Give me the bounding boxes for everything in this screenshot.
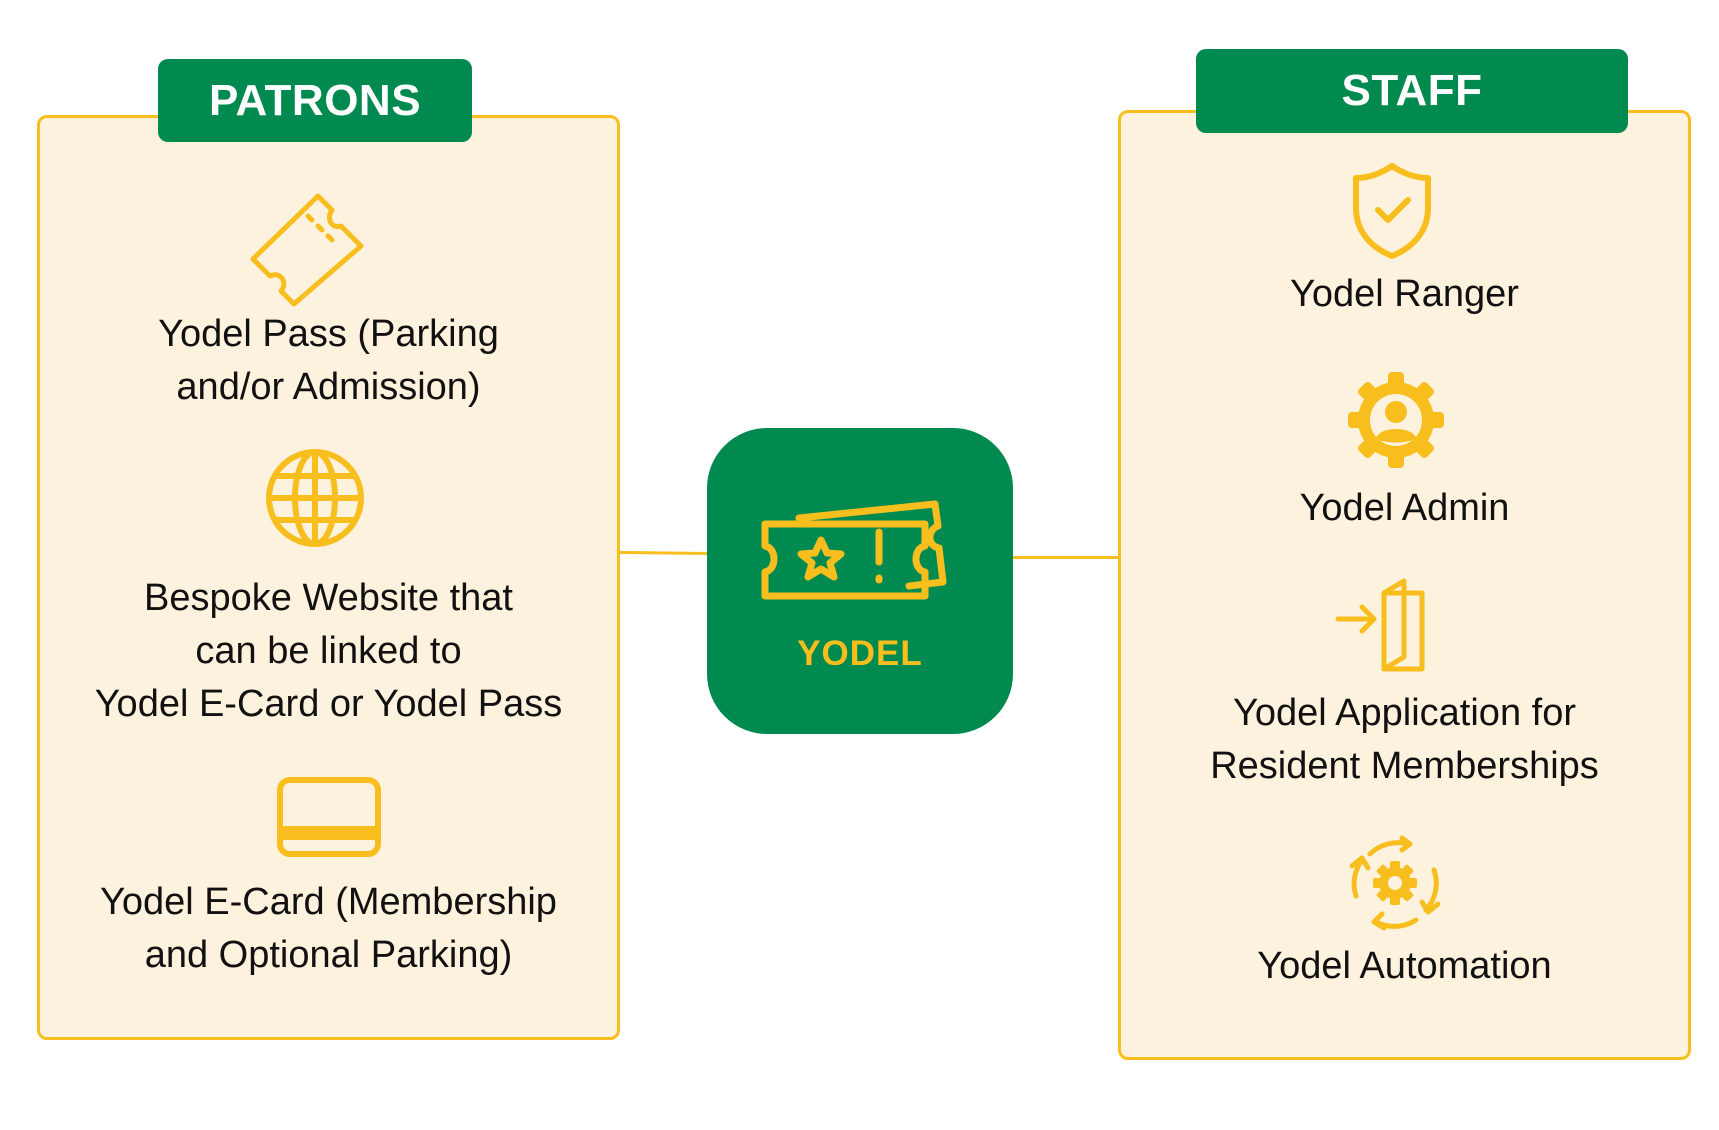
label-line: Yodel Ranger xyxy=(1290,273,1519,315)
staff-item-label: Yodel Ranger xyxy=(1118,268,1691,321)
staff-title: STAFF xyxy=(1196,49,1628,133)
patron-item-label: Yodel Pass (Parking and/or Admission) xyxy=(37,308,620,414)
staff-item-label: Yodel Automation xyxy=(1118,940,1691,993)
label-line: Yodel E-Card (Membership xyxy=(100,881,557,923)
staff-item-label: Yodel Application for Resident Membershi… xyxy=(1118,687,1691,793)
shield-check-icon xyxy=(1352,162,1432,260)
label-line: Yodel E-Card or Yodel Pass xyxy=(94,683,563,725)
sign-in-door-icon xyxy=(1334,577,1430,673)
label-line: Yodel Pass (Parking xyxy=(158,313,499,355)
ticket-icon xyxy=(248,190,368,310)
label-line: Yodel Automation xyxy=(1257,945,1552,987)
automation-gear-icon xyxy=(1346,834,1444,932)
patrons-panel xyxy=(37,115,620,1040)
app-name: YODEL xyxy=(797,634,923,673)
label-line: Yodel Admin xyxy=(1299,487,1510,529)
label-line: and/or Admission) xyxy=(176,366,481,408)
label-line: Yodel Application for xyxy=(1233,692,1576,734)
patrons-title: PATRONS xyxy=(158,59,472,142)
user-gear-icon xyxy=(1346,370,1446,470)
globe-icon xyxy=(264,447,366,549)
yodel-app-tile: YODEL xyxy=(707,428,1013,734)
credit-card-icon xyxy=(276,776,382,858)
patron-item-label: Bespoke Website that can be linked to Yo… xyxy=(37,572,620,731)
label-line: and Optional Parking) xyxy=(144,934,513,976)
patron-item-label: Yodel E-Card (Membership and Optional Pa… xyxy=(37,876,620,982)
label-line: Bespoke Website that xyxy=(144,577,513,619)
label-line: can be linked to xyxy=(195,630,462,672)
label-line: Resident Memberships xyxy=(1210,745,1599,787)
connector-right xyxy=(1010,556,1120,559)
staff-item-label: Yodel Admin xyxy=(1118,482,1691,535)
connector-left xyxy=(619,551,711,555)
tickets-star-icon xyxy=(757,496,963,622)
